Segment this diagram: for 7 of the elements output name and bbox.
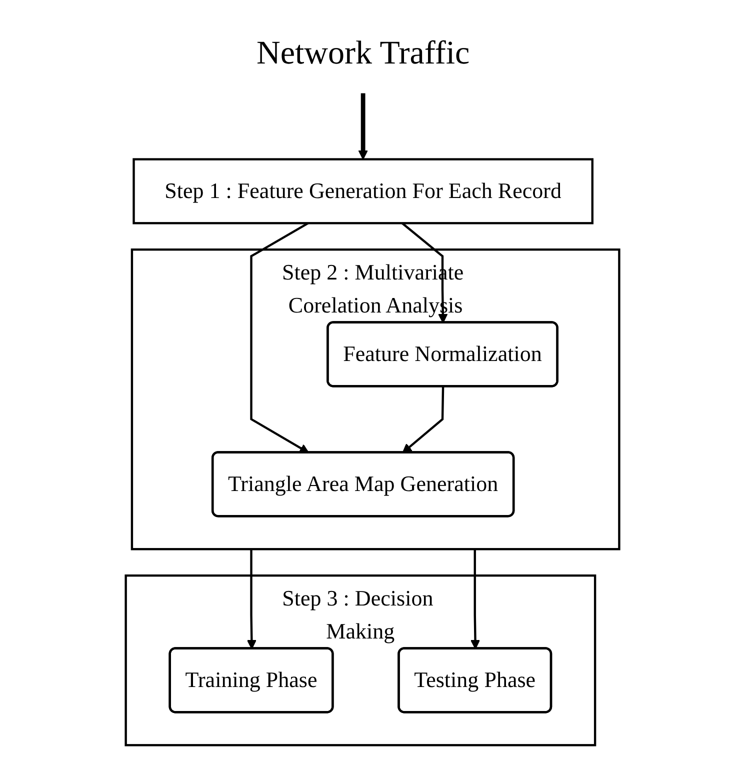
arrow [358,92,368,160]
node-text: Network Traffic [256,34,470,71]
node-box: Step 1 : Feature Generation For Each Record [133,158,594,224]
arrow [247,548,257,649]
arrow [250,222,310,453]
arrow [402,386,445,453]
arrow [470,548,481,649]
